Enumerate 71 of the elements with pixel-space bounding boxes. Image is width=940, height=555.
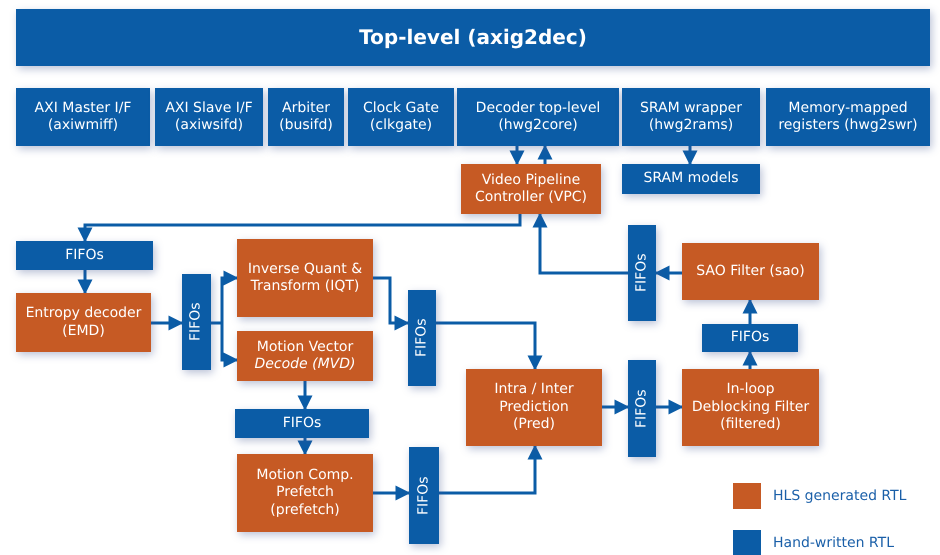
hls-module-box <box>237 454 373 532</box>
arrow <box>538 144 552 164</box>
handwritten-module-box <box>622 164 760 194</box>
module-label: FIFOs <box>282 414 322 432</box>
hls-module-box <box>682 369 819 446</box>
module-label: AXI Master I/F (axiwmiff) <box>34 100 132 134</box>
arrow <box>532 212 628 274</box>
module-label: SRAM wrapper (hwg2rams) <box>638 100 744 134</box>
handwritten-module-box <box>408 290 436 386</box>
vertical-label: FIFOs <box>633 388 650 430</box>
module-label: Motion Comp. Prefetch (prefetch) <box>255 466 355 520</box>
arrow <box>654 266 682 280</box>
arrow <box>298 438 312 456</box>
module-label: Arbiter (busifd) <box>278 100 334 134</box>
hls-module-box <box>682 243 819 300</box>
arrow <box>298 381 312 410</box>
hls-module-box <box>466 369 602 446</box>
handwritten-module-box <box>155 88 263 146</box>
handwritten-module-box <box>16 241 153 270</box>
legend-label: Hand-written RTL <box>773 535 894 551</box>
handwritten-module-box <box>182 274 211 370</box>
module-label: Video Pipeline Controller (VPC) <box>474 172 588 206</box>
arrow <box>373 486 410 500</box>
module-label: AXI Slave I/F (axiwsifd) <box>164 100 254 134</box>
arrow <box>656 400 684 414</box>
module-label: FIFOs <box>730 329 770 347</box>
module-label: In-loop Deblocking Filter (filtered) <box>690 381 810 434</box>
arrow <box>78 214 522 242</box>
module-label: SAO Filter (sao) <box>695 262 806 280</box>
module-label: Memory-mapped registers (hwg2swr) <box>777 100 919 134</box>
arrow <box>211 322 238 368</box>
vertical-label: FIFOs <box>633 252 650 294</box>
arrow <box>436 322 542 370</box>
handwritten-module-box <box>409 447 439 544</box>
module-label: Clock Gate (clkgate) <box>362 100 440 134</box>
arrow <box>602 400 630 414</box>
vertical-label: FIFOs <box>188 302 205 344</box>
handwritten-module-box <box>457 88 619 146</box>
module-label: Intra / Inter Prediction (Pred) <box>493 381 575 434</box>
arrow <box>373 276 410 330</box>
hls-module-box <box>237 331 373 381</box>
arrow <box>439 444 542 494</box>
module-label: Inverse Quant & Transform (IQT) <box>246 260 364 296</box>
module-label: Decoder top-level (hwg2core) <box>474 100 602 134</box>
handwritten-module-box <box>268 88 344 146</box>
module-label: SRAM models <box>642 170 740 188</box>
hls-module-box <box>461 164 601 214</box>
module-label: FIFOs <box>64 246 105 264</box>
module-label: Motion Vector Decode (MVD) <box>254 338 356 374</box>
hls-module-box <box>16 293 151 352</box>
arrow <box>742 350 758 369</box>
module-label: Entropy decoder (EMD) <box>24 305 142 340</box>
handwritten-module-box <box>628 360 656 457</box>
top-level-banner <box>16 9 930 66</box>
vertical-label: FIFOs <box>415 475 432 517</box>
handwritten-module-box <box>16 88 150 146</box>
handwritten-module-box <box>766 88 930 146</box>
module-label: Top-level (axig2dec) <box>358 25 588 50</box>
hls-module-box <box>237 239 373 317</box>
arrow <box>742 298 758 324</box>
handwritten-module-box <box>622 88 760 146</box>
arrow <box>682 146 698 166</box>
arrow <box>151 316 184 330</box>
handwritten-module-box <box>628 225 656 321</box>
handwritten-module-box <box>348 88 454 146</box>
legend-label: HLS generated RTL <box>773 488 906 504</box>
handwritten-module-box <box>702 324 798 352</box>
arrow <box>78 270 92 294</box>
arrow <box>510 146 524 166</box>
vertical-label: FIFOs <box>413 318 430 360</box>
handwritten-module-box <box>235 409 369 438</box>
